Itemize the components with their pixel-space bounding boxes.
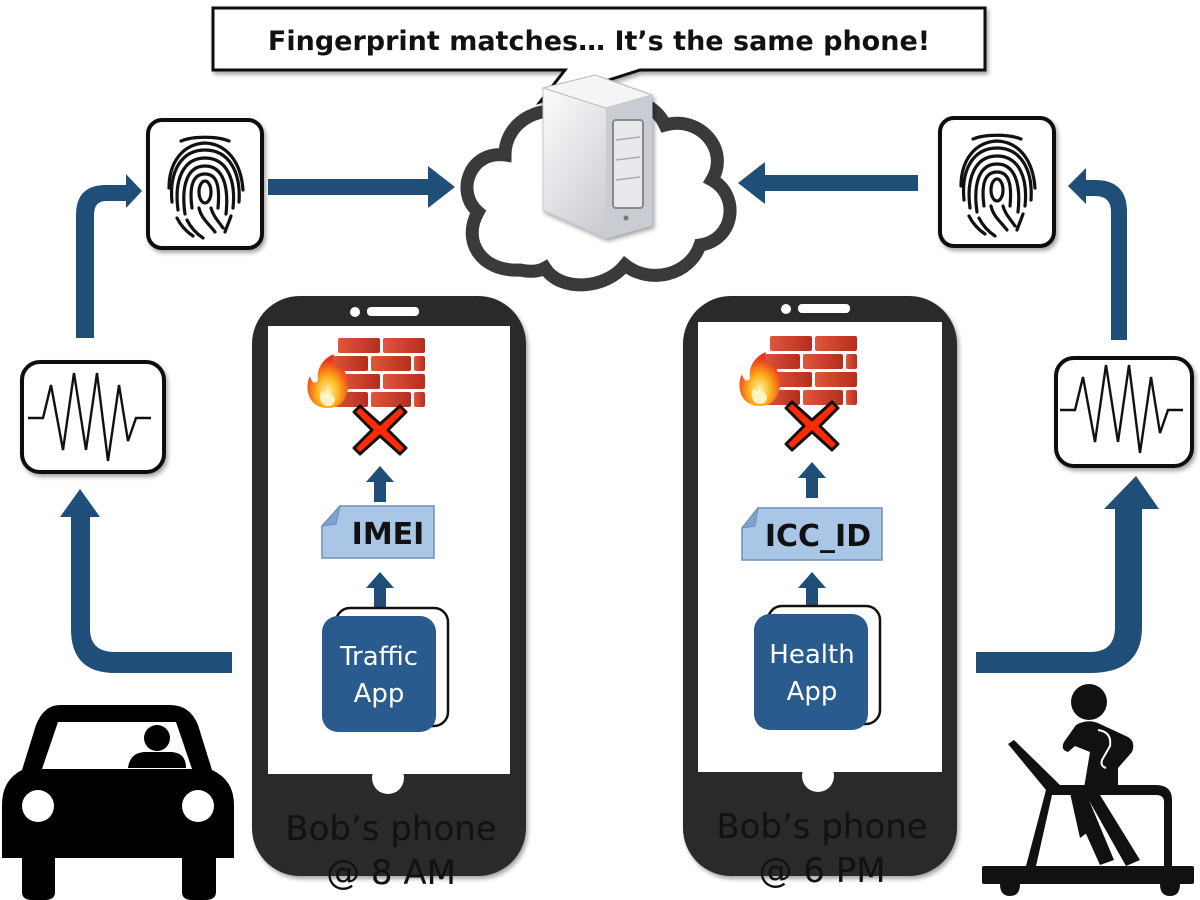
arrow-right-phone-to-waveform: [976, 476, 1159, 673]
arrow-right-fingerprint-to-cloud: [738, 162, 918, 204]
arrow-left-phone-to-waveform: [60, 489, 232, 673]
phone-label-owner: Bob’s phone: [285, 809, 496, 849]
right-waveform-box: [1054, 356, 1194, 468]
app-label-line2: App: [787, 677, 838, 707]
phone-label-owner: Bob’s phone: [716, 807, 927, 847]
identifier-label: ICC_ID: [765, 519, 871, 554]
treadmill-runner-icon: [982, 684, 1194, 896]
health-app-icon[interactable]: Health App: [754, 604, 882, 730]
right-fingerprint-box: [938, 116, 1056, 248]
phone-speaker: [367, 307, 419, 316]
phone-camera: [781, 304, 791, 314]
phone-label-time: @ 6 PM: [758, 851, 885, 891]
identifier-label: IMEI: [352, 517, 425, 552]
right-phone: ICC_ID Health App Bob’s phone @ 6 PM: [683, 296, 957, 891]
arrow-left-waveform-to-fingerprint: [76, 174, 142, 338]
left-phone: IMEI Traffic App Bob’s phone @ 8 AM: [252, 296, 526, 893]
callout-text: Fingerprint matches… It’s the same phone…: [268, 26, 930, 57]
traffic-app-icon[interactable]: Traffic App: [322, 606, 450, 732]
phone-home-button[interactable]: [802, 760, 834, 792]
app-label-line1: Traffic: [339, 642, 418, 672]
phone-camera: [350, 307, 360, 317]
left-fingerprint-box: [146, 118, 264, 250]
speech-callout: Fingerprint matches… It’s the same phone…: [211, 6, 987, 105]
phone-speaker: [798, 304, 850, 313]
phone-home-button[interactable]: [372, 762, 404, 794]
left-waveform-box: [20, 360, 166, 474]
phone-label-time: @ 8 AM: [326, 853, 456, 893]
app-label-line2: App: [354, 679, 405, 709]
cloud-server-icon: [460, 74, 737, 292]
app-label-line1: Health: [769, 640, 854, 670]
identifier-tag-imei: IMEI: [320, 504, 435, 559]
arrow-right-waveform-to-fingerprint: [1068, 168, 1127, 340]
arrow-left-fingerprint-to-cloud: [268, 166, 455, 208]
car-with-driver-icon: [2, 705, 234, 900]
identifier-tag-icc-id: ICC_ID: [740, 506, 883, 561]
server-tower-icon: [541, 74, 654, 239]
